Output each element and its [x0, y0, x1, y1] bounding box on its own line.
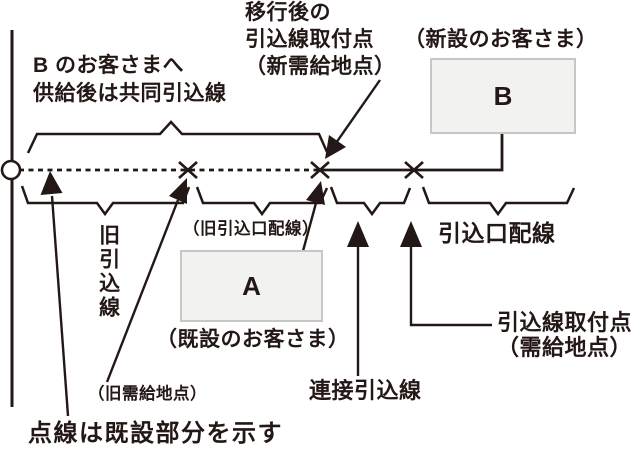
arrow-attach-point: [400, 221, 492, 327]
label-after-move-line1: 移行後の: [245, 1, 331, 24]
customer-a-box: A: [180, 250, 323, 322]
label-inlet-wiring: 引込口配線: [438, 220, 556, 246]
branch-point-circle-icon: [0, 159, 22, 181]
brace-inlet-wiring: [421, 186, 576, 217]
label-attach-point-line2: （需給地点）: [497, 335, 633, 360]
brace-connecting-service-line: [329, 186, 412, 217]
x-mark-old-supply-point-icon: [178, 161, 198, 179]
arrow-old-supply-point: [105, 178, 187, 383]
label-connecting-service-line: 連接引込線: [309, 378, 422, 403]
label-after-move-line3: （新需給地点）: [245, 55, 396, 78]
brace-joint-service-line: [26, 120, 329, 154]
label-b-customer-line2: 供給後は共同引込線: [33, 82, 227, 105]
arrow-dotted-note: [40, 171, 70, 417]
arrow-connecting-service-line: [347, 221, 369, 376]
x-mark-new-supply-point-icon: [310, 161, 330, 179]
label-old-service-line: 旧引込線: [96, 224, 120, 320]
label-new-customer: （新設のお客さま）: [404, 28, 598, 51]
label-after-move-line2: 引込線取付点: [245, 28, 374, 51]
customer-b-box: B: [430, 58, 576, 134]
label-old-inlet-wiring: （旧引込口配線）: [183, 220, 319, 238]
label-existing-customer: （既設のお客さま）: [156, 328, 350, 351]
arrow-after-move-point: [325, 79, 381, 159]
solid-new-service-line: [320, 134, 504, 172]
arrow-a-to-new-point: [301, 181, 325, 252]
label-dotted-note: 点線は既設部分を示す: [28, 420, 283, 447]
customer-a-letter: A: [242, 270, 261, 301]
label-attach-point-line1: 引込線取付点: [497, 310, 633, 335]
customer-b-letter: B: [493, 80, 513, 111]
brace-old-inlet-wiring: [195, 186, 329, 217]
brace-old-service-line: [20, 185, 191, 217]
x-mark-supply-point-icon: [404, 161, 424, 179]
label-old-supply-point: （旧需給地点）: [88, 385, 207, 403]
label-b-customer-line1: B のお客さまへ: [33, 54, 184, 77]
